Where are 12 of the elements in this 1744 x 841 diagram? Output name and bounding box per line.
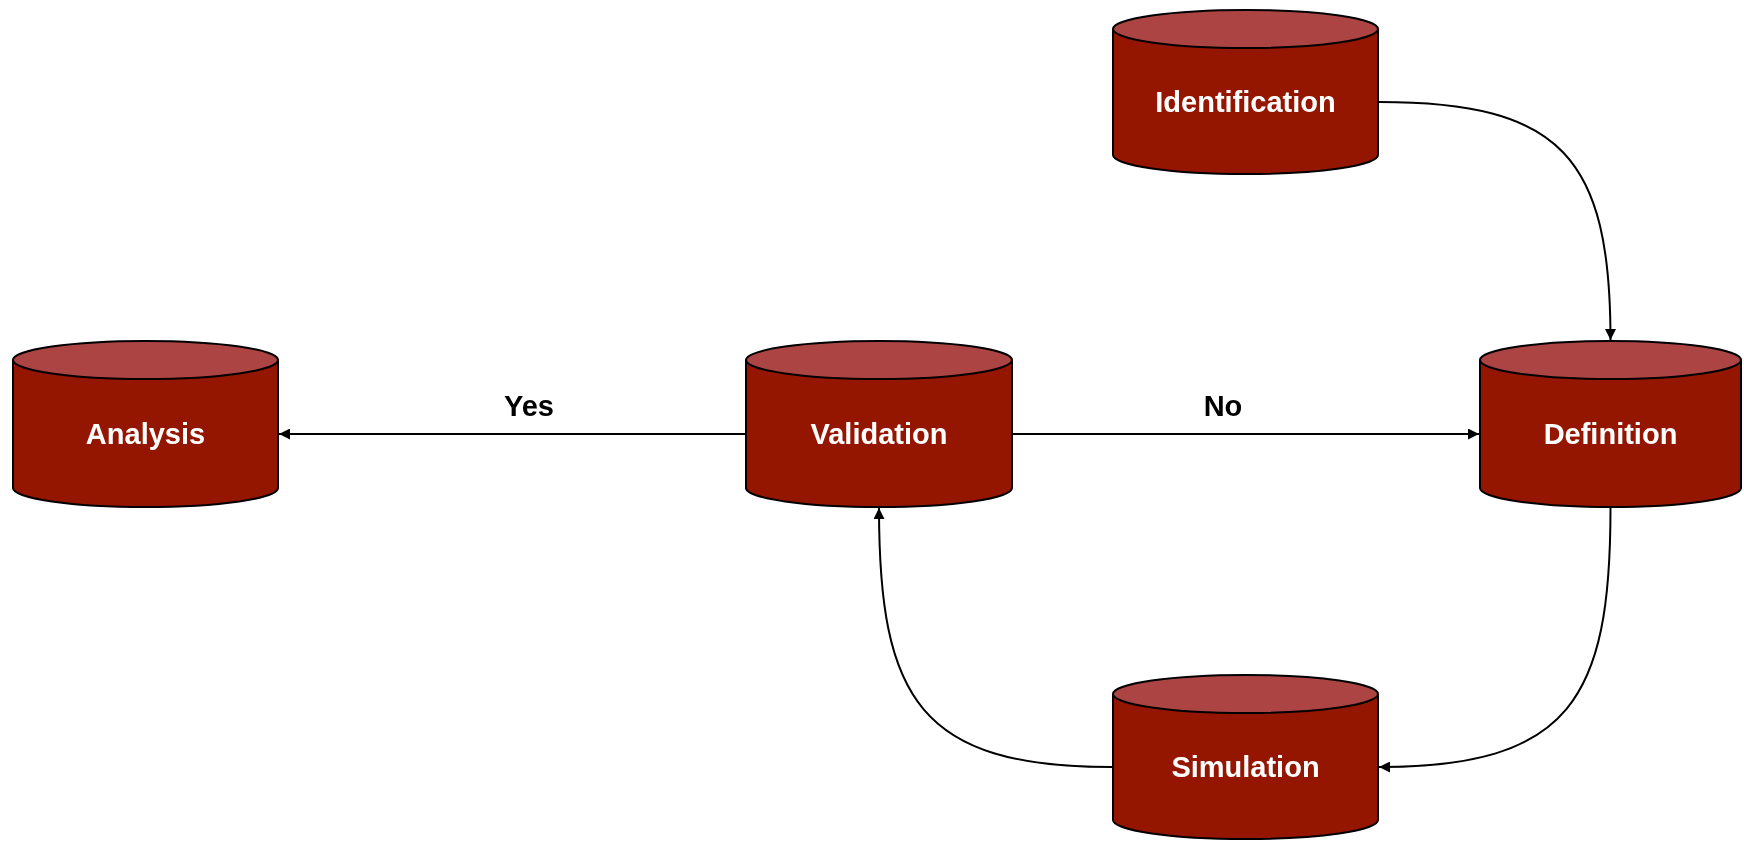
arrow <box>873 507 1113 768</box>
edge-label: Yes <box>504 389 554 423</box>
arrow <box>1378 507 1612 773</box>
node-label: Analysis <box>84 417 207 451</box>
node-label: Validation <box>809 417 949 451</box>
node-label: Definition <box>1542 417 1679 451</box>
edge-label: No <box>1203 389 1243 423</box>
arrow <box>278 428 746 440</box>
node-label: Simulation <box>1170 750 1321 784</box>
arrow <box>1378 101 1616 341</box>
node-label: Identification <box>1154 85 1337 119</box>
arrow <box>1012 428 1480 440</box>
